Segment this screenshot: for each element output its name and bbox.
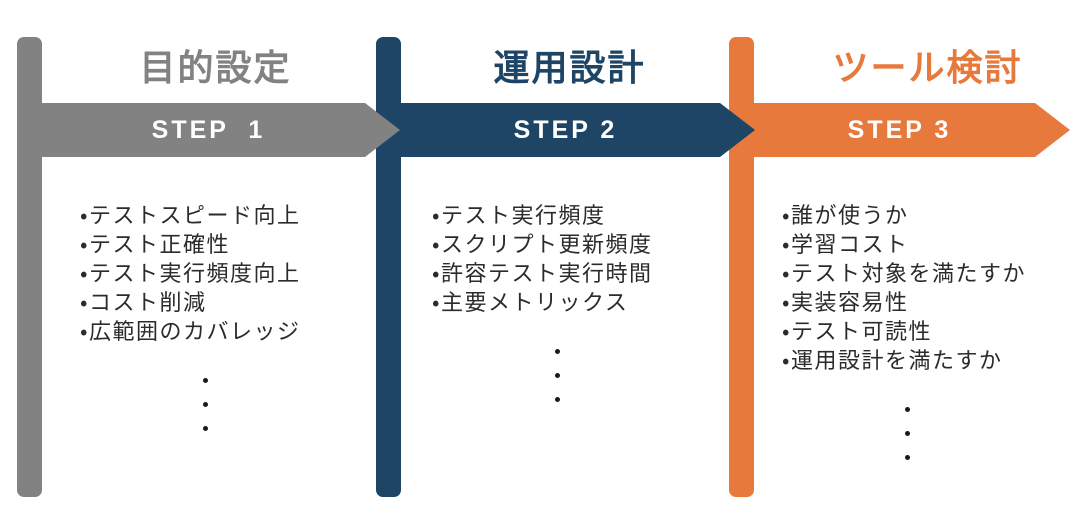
step2-label: STEP 2 [513,115,618,144]
step3-content: ・誰が使うか ・学習コスト ・テスト対象を満たすか ・実装容易性 ・テスト可読性… [782,201,1032,479]
step3-item-list: ・誰が使うか ・学習コスト ・テスト対象を満たすか ・実装容易性 ・テスト可読性… [782,201,1032,375]
list-item: ・実装容易性 [782,290,909,315]
step1-label: STEP 1 [151,115,266,144]
list-item: ・スクリプト更新頻度 [432,232,653,257]
list-item: ・主要メトリックス [432,290,629,315]
step3-arrow-banner: STEP 3 [729,103,1070,157]
step-column-3: ツール検討 STEP 3 ・誰が使うか ・学習コスト ・テスト対象を満たすか ・… [729,37,1070,526]
list-item: ・運用設計を満たすか [782,348,1003,373]
step2-title: 運用設計 [493,47,646,88]
list-item: ・テスト実行頻度 [432,203,606,228]
step1-title: 目的設定 [139,47,292,88]
list-item: ・テストスピード向上 [80,203,301,228]
vertical-ellipsis-icon [545,349,569,402]
step1-arrow-banner: STEP 1 [17,103,400,157]
vertical-ellipsis-icon [193,378,217,431]
vertical-ellipsis-icon [895,407,919,460]
list-item: ・学習コスト [782,232,909,257]
step2-content: ・テスト実行頻度 ・スクリプト更新頻度 ・許容テスト実行時間 ・主要メトリックス [432,201,682,421]
list-item: ・許容テスト実行時間 [432,261,653,286]
list-item: ・テスト対象を満たすか [782,261,1026,286]
list-item: ・広範囲のカバレッジ [80,319,301,344]
step3-title: ツール検討 [832,47,1023,88]
step-column-1: 目的設定 STEP 1 ・テストスピード向上 ・テスト正確性 ・テスト実行頻度向… [17,37,400,526]
list-item: ・テスト実行頻度向上 [80,261,301,286]
list-item: ・テスト正確性 [80,232,230,257]
list-item: ・テスト可読性 [782,319,932,344]
list-item: ・コスト削減 [80,290,207,315]
step2-item-list: ・テスト実行頻度 ・スクリプト更新頻度 ・許容テスト実行時間 ・主要メトリックス [432,201,682,317]
step3-label: STEP 3 [847,115,952,144]
list-item: ・誰が使うか [782,203,909,228]
step1-content: ・テストスピード向上 ・テスト正確性 ・テスト実行頻度向上 ・コスト削減 ・広範… [80,201,330,450]
step2-arrow-banner: STEP 2 [376,103,755,157]
step1-item-list: ・テストスピード向上 ・テスト正確性 ・テスト実行頻度向上 ・コスト削減 ・広範… [80,201,330,346]
step-column-2: 運用設計 STEP 2 ・テスト実行頻度 ・スクリプト更新頻度 ・許容テスト実行… [376,37,755,526]
